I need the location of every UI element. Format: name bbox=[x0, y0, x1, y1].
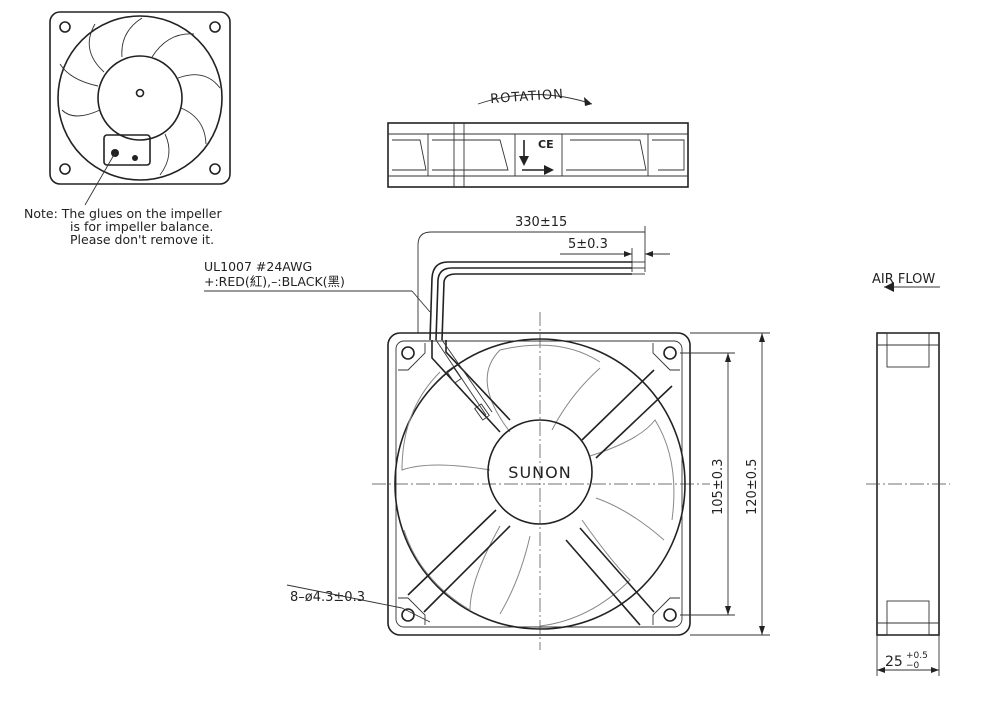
airflow-label: AIR FLOW bbox=[872, 272, 935, 287]
lead-length-dim: 330±15 bbox=[515, 215, 567, 230]
height-dimensions: 105±0.3 120±0.5 bbox=[680, 332, 770, 636]
thickness-tol-plus: +0.5 bbox=[906, 651, 928, 661]
rotation-label: ROTATION bbox=[490, 87, 565, 107]
airflow-side-view: AIR FLOW 25 +0.5 −0 bbox=[866, 272, 950, 676]
small-fan-view bbox=[49, 11, 231, 206]
front-view: SUNON 8–ø4.3±0.3 bbox=[286, 312, 710, 650]
note-line-1: Note: The glues on the impeller bbox=[24, 206, 222, 221]
thickness-dim: 25 bbox=[885, 654, 903, 670]
wire-spec: UL1007 #24AWG bbox=[204, 259, 312, 274]
hole-pitch-dim: 105±0.3 bbox=[711, 459, 726, 515]
hole-callout: 8–ø4.3±0.3 bbox=[290, 590, 365, 605]
note-line-2: is for impeller balance. bbox=[70, 219, 213, 234]
ce-mark: CE bbox=[538, 138, 554, 151]
side-view: ROTATION CE bbox=[387, 87, 689, 188]
brand-label: SUNON bbox=[508, 463, 571, 482]
frame-size-dim: 120±0.5 bbox=[745, 459, 760, 515]
wire-polarity: +:RED(紅),–:BLACK(黑) bbox=[204, 274, 345, 289]
note-line-3: Please don't remove it. bbox=[70, 232, 214, 247]
thickness-tol-minus: −0 bbox=[906, 661, 920, 671]
strip-length-dim: 5±0.3 bbox=[568, 237, 608, 252]
wire-dimension: 330±15 5±0.3 UL1007 #24AWG +:RED(紅),–:BL… bbox=[204, 215, 670, 341]
